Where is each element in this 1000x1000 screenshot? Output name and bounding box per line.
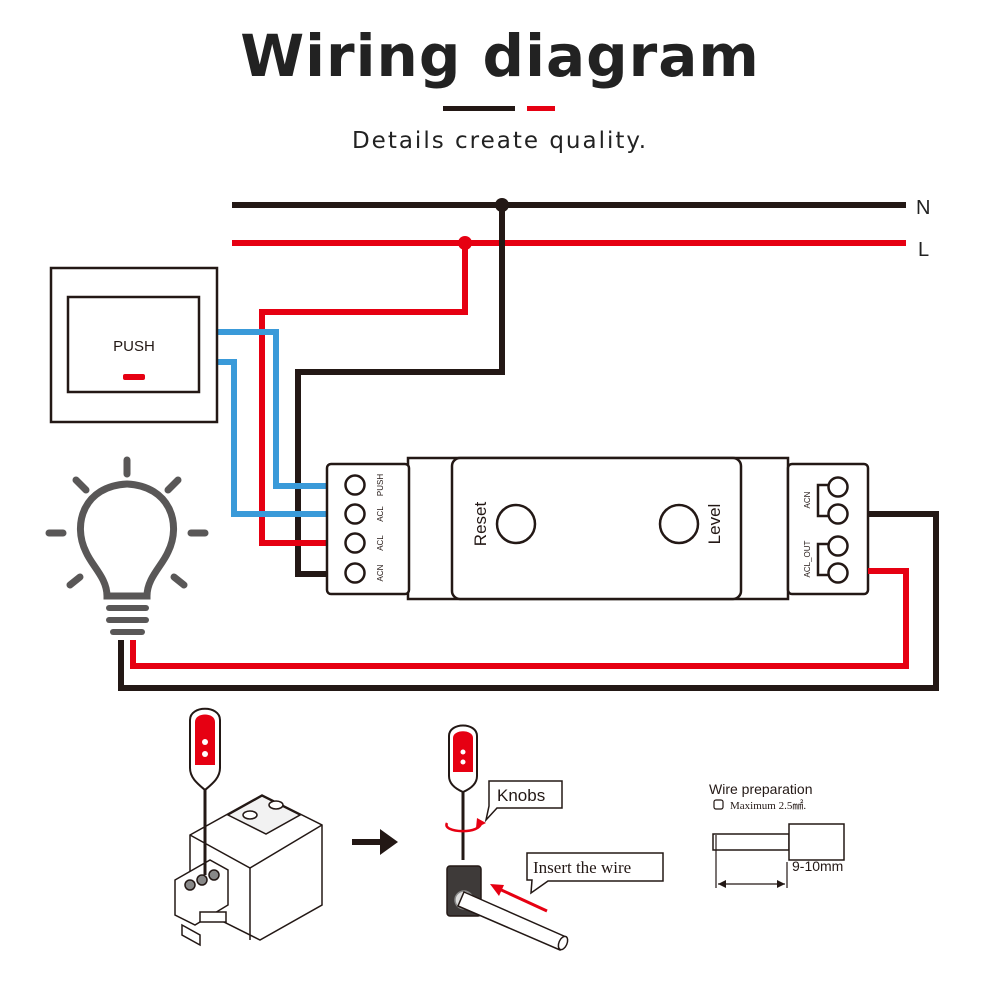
insert-wire-label: Insert the wire <box>533 858 631 877</box>
wire-insulation <box>788 823 845 861</box>
neutral-feed-wire <box>295 205 505 577</box>
reset-button[interactable] <box>495 503 537 545</box>
live-feed-wire <box>259 243 468 546</box>
knobs-label: Knobs <box>497 786 545 805</box>
terminal-acn-out2-screw <box>827 503 849 525</box>
terminal-acl-out2-screw <box>827 562 849 584</box>
terminal-label-acl-2: ACL <box>376 535 385 551</box>
strip-length-label: 9-10mm <box>792 858 843 874</box>
terminal-acl2-screw <box>344 532 366 554</box>
terminal-label-acl: ACL <box>376 506 385 522</box>
module-right-block <box>786 462 870 596</box>
din-module-illustration <box>174 794 323 947</box>
terminal-acl-out-screw <box>827 535 849 557</box>
terminal-label-push: PUSH <box>376 474 385 496</box>
wire-prep-title: Wire preparation <box>709 781 813 797</box>
underline-black <box>443 106 515 111</box>
lamp-neutral-wire <box>118 511 939 691</box>
terminal-label-acn: ACN <box>376 564 385 581</box>
left-terminal-screws <box>344 474 366 584</box>
terminal-label-out-acl: ACL_OUT <box>803 540 812 577</box>
terminal-acn-screw <box>344 562 366 584</box>
switch-wire-push <box>217 329 340 489</box>
light-bulb-icon <box>45 456 209 635</box>
lamp-wires <box>118 511 939 691</box>
stripped-conductor <box>712 833 790 851</box>
terminal-closeup-illustration <box>445 724 569 951</box>
reset-label: Reset <box>471 502 490 547</box>
knobs-callout: Knobs <box>484 780 563 823</box>
switch-wire-acl <box>217 359 340 517</box>
terminal-push-screw <box>344 474 366 496</box>
module-left-block <box>325 462 411 596</box>
checkbox-icon <box>713 799 724 810</box>
live-label: L <box>918 239 929 261</box>
wire-prep-max: Maximum 2.5㎟. <box>730 799 806 812</box>
push-switch: PUSH <box>49 266 219 424</box>
neutral-label: N <box>916 197 930 219</box>
wire-preparation: Wire preparation Maximum 2.5㎟. 9-10mm <box>709 781 845 888</box>
feed-wires <box>217 205 505 577</box>
terminal-label-out-acn: ACN <box>803 491 812 508</box>
page-subtitle: Details create quality. <box>351 128 649 154</box>
title-underline <box>443 106 555 111</box>
switch-label: PUSH <box>113 338 155 355</box>
mains-lines <box>232 198 906 250</box>
switch-indicator <box>123 374 145 380</box>
right-terminal-screws <box>827 476 849 584</box>
screwdriver-icon <box>189 707 221 875</box>
level-label: Level <box>705 504 724 545</box>
terminal-acl-screw <box>344 503 366 525</box>
page-title: Wiring diagram <box>240 22 760 90</box>
terminal-acn-out-screw <box>827 476 849 498</box>
underline-red <box>527 106 555 111</box>
lamp-live-wire <box>130 568 909 669</box>
controller-module: PUSH ACL ACL ACN Reset Level ACN ACL_OUT <box>325 456 870 601</box>
module-center <box>450 456 743 601</box>
level-button[interactable] <box>658 503 700 545</box>
insert-wire-callout: Insert the wire <box>526 852 664 895</box>
arrow-right-icon <box>352 829 398 855</box>
terminal-bridges <box>816 483 828 577</box>
